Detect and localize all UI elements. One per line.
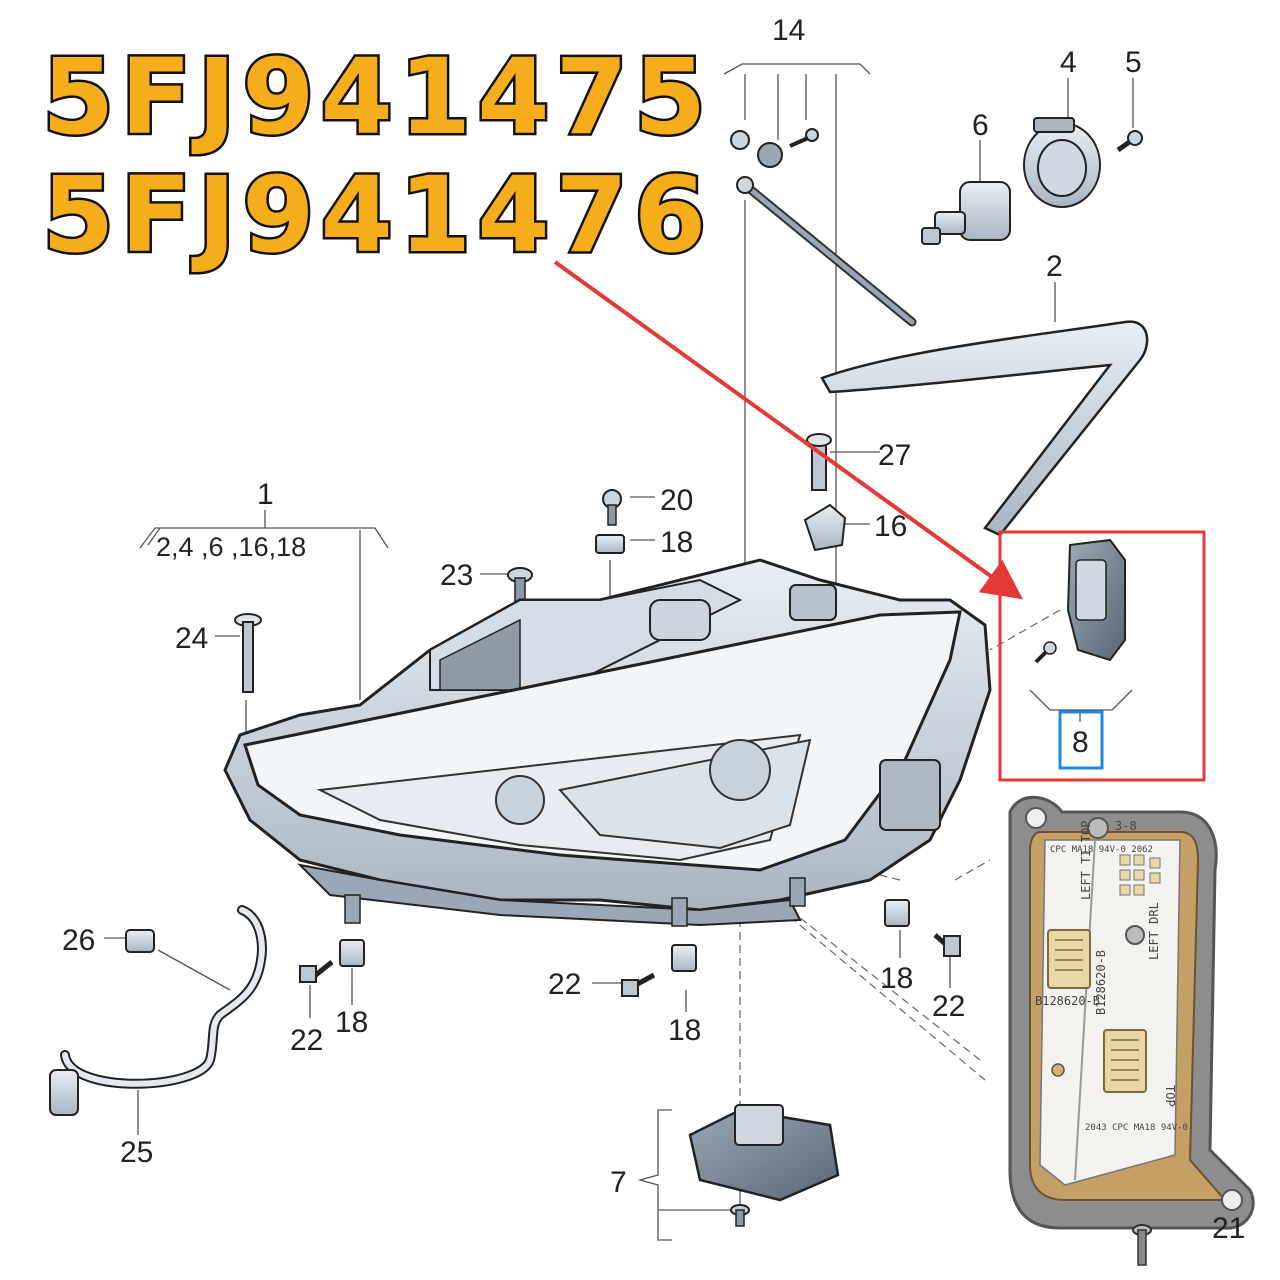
part-number-2: 5FJ941476 [39, 154, 713, 276]
part-23-screw [507, 567, 533, 603]
part-24-bolt [234, 613, 262, 693]
callout-20: 20 [660, 484, 693, 517]
callout-4: 4 [1060, 46, 1077, 79]
pcb-label-small-b: CPC MA18 94V-0 2062 [1050, 845, 1153, 855]
leader-lines [104, 63, 1205, 1241]
part-5-screw [1116, 130, 1143, 153]
part-18-nut-top [595, 534, 625, 554]
callout-22-right: 22 [932, 990, 965, 1023]
callout-18-right: 18 [880, 962, 913, 995]
callout-14: 14 [772, 14, 805, 47]
pcb-label-small-a: 3-8 [1115, 819, 1137, 833]
callout-2: 2 [1046, 250, 1063, 283]
pcb-label-left-drl: LEFT DRL [1147, 902, 1161, 960]
callout-25: 25 [120, 1136, 153, 1169]
led-board-photo: LEFT TI TOP LEFT DRL B128620-B B128620-B… [1008, 795, 1255, 1266]
callout-5: 5 [1125, 46, 1142, 79]
callout-18-mid: 18 [668, 1014, 701, 1047]
part-6-bulb [921, 181, 1011, 245]
pointer-arrow [553, 260, 1023, 600]
callout-27: 27 [878, 439, 911, 472]
callout-7: 7 [610, 1166, 627, 1199]
part-2-trim [820, 320, 1149, 537]
part-8-led-module-small [1034, 538, 1126, 664]
pcb-label-code-b: B128620-B [1094, 950, 1108, 1015]
pcb-label-code-a: B128620-B [1035, 994, 1100, 1008]
callout-8: 8 [1072, 726, 1089, 759]
part-20-screw [602, 489, 622, 526]
pcb-label-left-ti-top: LEFT TI TOP [1079, 821, 1093, 900]
part-27-bolt [806, 433, 832, 491]
pcb-label-small-c: 2043 CPC MA18 94V-0 [1085, 1123, 1188, 1133]
callout-numbers: 14 4 5 6 2 27 16 20 18 23 24 1 2,4 ,6 ,1… [62, 14, 1245, 1245]
callout-18-left: 18 [335, 1006, 368, 1039]
callout-1-group: 2,4 ,6 ,16,18 [156, 532, 306, 562]
part-18-nuts-bottom [339, 899, 910, 972]
part-7-control-module [688, 1104, 840, 1227]
highlight-box [998, 530, 1206, 782]
headlamp-housing [223, 558, 992, 927]
callout-6: 6 [972, 109, 989, 142]
pcb-label-top: TOP [1163, 1085, 1177, 1107]
callout-21: 21 [1212, 1212, 1245, 1245]
callout-23: 23 [440, 559, 473, 592]
part-4-cap [1023, 117, 1101, 208]
part-number-1: 5FJ941475 [39, 36, 713, 158]
callout-24: 24 [175, 622, 208, 655]
part-25-wiring [49, 905, 268, 1116]
callout-22-mid: 22 [548, 968, 581, 1001]
callout-1: 1 [257, 478, 274, 511]
part-22-screws [299, 933, 961, 997]
part-14-adjuster-rod [730, 128, 917, 327]
callout-22-left: 22 [290, 1024, 323, 1057]
part-8-label-box [1058, 710, 1104, 770]
callout-26: 26 [62, 924, 95, 957]
part-16-clip [803, 503, 847, 552]
callout-18-top: 18 [660, 526, 693, 559]
callout-16: 16 [874, 510, 907, 543]
